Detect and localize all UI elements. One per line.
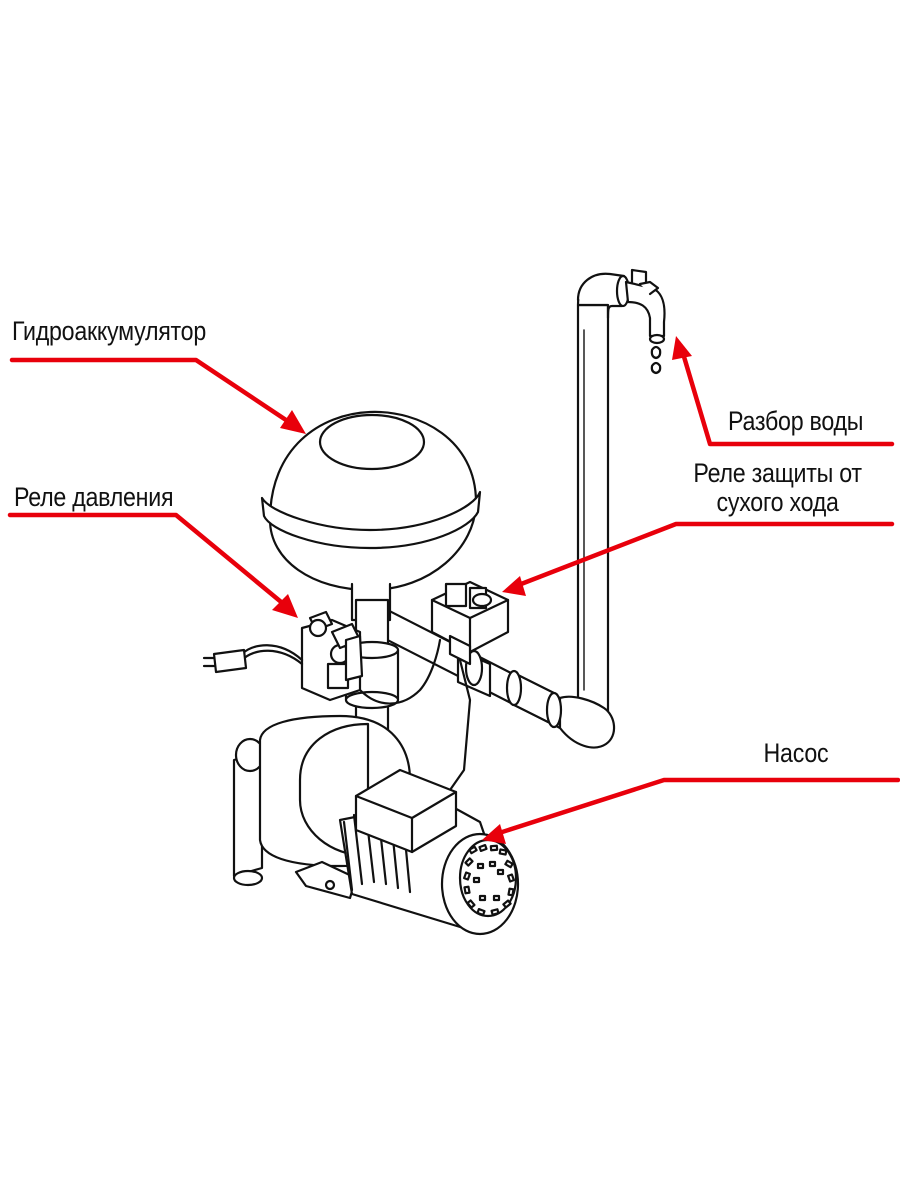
label-water-tap: Разбор воды xyxy=(727,406,863,436)
horizontal-pipe xyxy=(362,596,616,749)
pump-body xyxy=(232,714,520,936)
label-dry-run-relay-line1: Реле защиты от xyxy=(693,458,863,488)
label-pressure-switch: Реле давления xyxy=(14,482,174,512)
dry-run-relay xyxy=(430,580,510,666)
cable xyxy=(448,658,472,792)
label-dry-run-relay: Реле защиты от сухого хода xyxy=(693,458,863,517)
arrow-pump xyxy=(482,777,900,844)
power-cord xyxy=(202,644,304,674)
label-pump: Насос xyxy=(763,738,828,768)
fan-cover-vents xyxy=(462,843,516,917)
arrow-pressure-switch xyxy=(7,512,298,618)
riser-pipe xyxy=(576,303,610,714)
arrow-accumulator xyxy=(9,357,306,434)
pressure-switch xyxy=(300,610,364,702)
cable xyxy=(358,638,442,705)
label-accumulator: Гидроаккумулятор xyxy=(12,316,206,346)
water-tap xyxy=(576,268,666,375)
label-dry-run-relay-line2: сухого хода xyxy=(716,486,839,517)
arrow-water-tap xyxy=(672,336,895,447)
arrow-dry-run-relay xyxy=(502,521,895,596)
